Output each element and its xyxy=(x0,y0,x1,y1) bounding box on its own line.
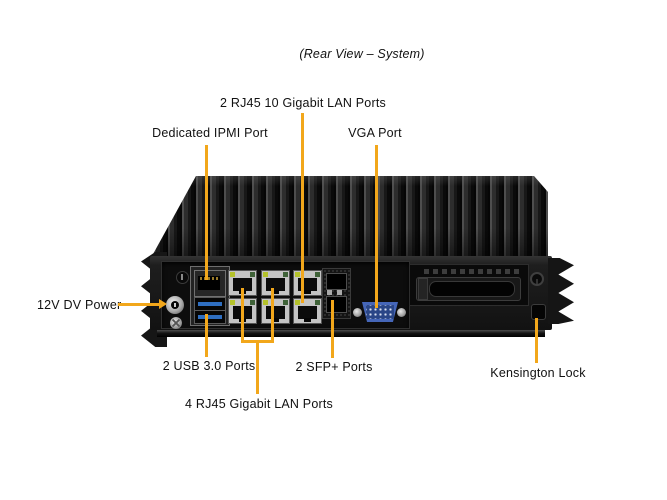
rj45-opening xyxy=(298,306,317,319)
sfp-latch xyxy=(327,290,332,295)
port-led-icon xyxy=(315,272,320,277)
port-led-icon xyxy=(315,300,320,305)
vga-screw-left xyxy=(353,308,362,317)
leader-line-ipmi xyxy=(205,145,208,280)
label-10g-lan-ports: 2 RJ45 10 Gigabit LAN Ports xyxy=(220,96,386,110)
gbe-lan-port-1 xyxy=(228,270,257,296)
expansion-vent-dashes xyxy=(424,269,520,274)
rj45-tab xyxy=(304,318,311,322)
port-led-icon xyxy=(295,300,300,305)
label-sfp-ports: 2 SFP+ Ports xyxy=(295,360,373,374)
chassis-base-edge xyxy=(157,330,545,337)
sfp-plus-cage xyxy=(322,268,351,319)
diagram-title: (Rear View – System) xyxy=(299,47,425,61)
port-led-icon xyxy=(263,272,268,277)
leader-line-vga xyxy=(375,145,378,308)
ipmi-rj45-port xyxy=(194,270,226,297)
ten-gbe-lan-port-2 xyxy=(293,298,322,324)
leader-bracket-left xyxy=(241,288,244,343)
vga-pin-field xyxy=(366,305,394,319)
leader-line-10g-lan xyxy=(301,113,304,303)
heatsink-fins-right xyxy=(548,258,574,324)
ten-gbe-lan-port-1 xyxy=(293,270,322,296)
leader-line-power xyxy=(118,303,160,306)
rj45-opening xyxy=(266,278,285,291)
rj45-tab xyxy=(272,318,279,322)
port-led-icon xyxy=(295,272,300,277)
expansion-bracket-slot xyxy=(429,281,515,297)
leader-line-gbe-lan xyxy=(256,342,259,394)
label-kensington-lock: Kensington Lock xyxy=(490,366,586,380)
rj45-tab xyxy=(272,290,279,294)
usb-tongue xyxy=(198,315,222,319)
sfp-slot-top xyxy=(326,273,347,290)
label-gigabit-lan-ports: 4 RJ45 Gigabit LAN Ports xyxy=(185,397,333,411)
port-led-icon xyxy=(283,300,288,305)
leader-line-sfp xyxy=(331,300,334,358)
label-12v-power: 12V DV Power xyxy=(37,298,122,312)
expansion-bracket-bar xyxy=(418,278,428,300)
kensington-lock-slot xyxy=(531,304,546,320)
rj45-opening xyxy=(233,278,252,291)
leader-bracket-right xyxy=(271,288,274,343)
leader-bracket-join xyxy=(241,340,274,343)
antenna-hole xyxy=(176,271,189,284)
panel-screw xyxy=(170,317,182,329)
gbe-lan-port-4 xyxy=(261,298,290,324)
port-led-icon xyxy=(230,272,235,277)
dc-jack-pin xyxy=(174,303,176,307)
vga-port xyxy=(362,302,398,322)
gbe-lan-port-3 xyxy=(261,270,290,296)
port-led-icon xyxy=(283,272,288,277)
rj45-opening xyxy=(266,306,285,319)
label-usb-ports: 2 USB 3.0 Ports xyxy=(162,359,256,373)
leader-line-kensington xyxy=(535,318,538,363)
expansion-slot-blank xyxy=(409,264,529,306)
leader-line-usb xyxy=(205,314,208,357)
heatsink-fins-top xyxy=(152,176,548,260)
vga-screw-right xyxy=(397,308,406,317)
port-led-icon xyxy=(230,300,235,305)
label-ipmi-port: Dedicated IPMI Port xyxy=(152,126,268,140)
usb-tongue xyxy=(198,302,222,306)
usb3-port-top xyxy=(194,297,226,311)
antenna-pin xyxy=(181,274,183,280)
dc-power-jack xyxy=(166,296,184,314)
padlock-hole xyxy=(530,272,544,286)
ipmi-port-pins xyxy=(200,277,218,280)
port-led-icon xyxy=(250,272,255,277)
padlock-slit xyxy=(536,279,538,284)
screw-cross xyxy=(171,318,181,328)
sfp-slot-bottom xyxy=(326,296,347,313)
rj45-tab xyxy=(304,290,311,294)
leader-arrow-power xyxy=(159,299,167,309)
port-led-icon xyxy=(263,300,268,305)
label-vga-port: VGA Port xyxy=(348,126,402,140)
port-led-icon xyxy=(250,300,255,305)
sfp-latch xyxy=(337,290,342,295)
usb3-port-bottom xyxy=(194,310,226,324)
